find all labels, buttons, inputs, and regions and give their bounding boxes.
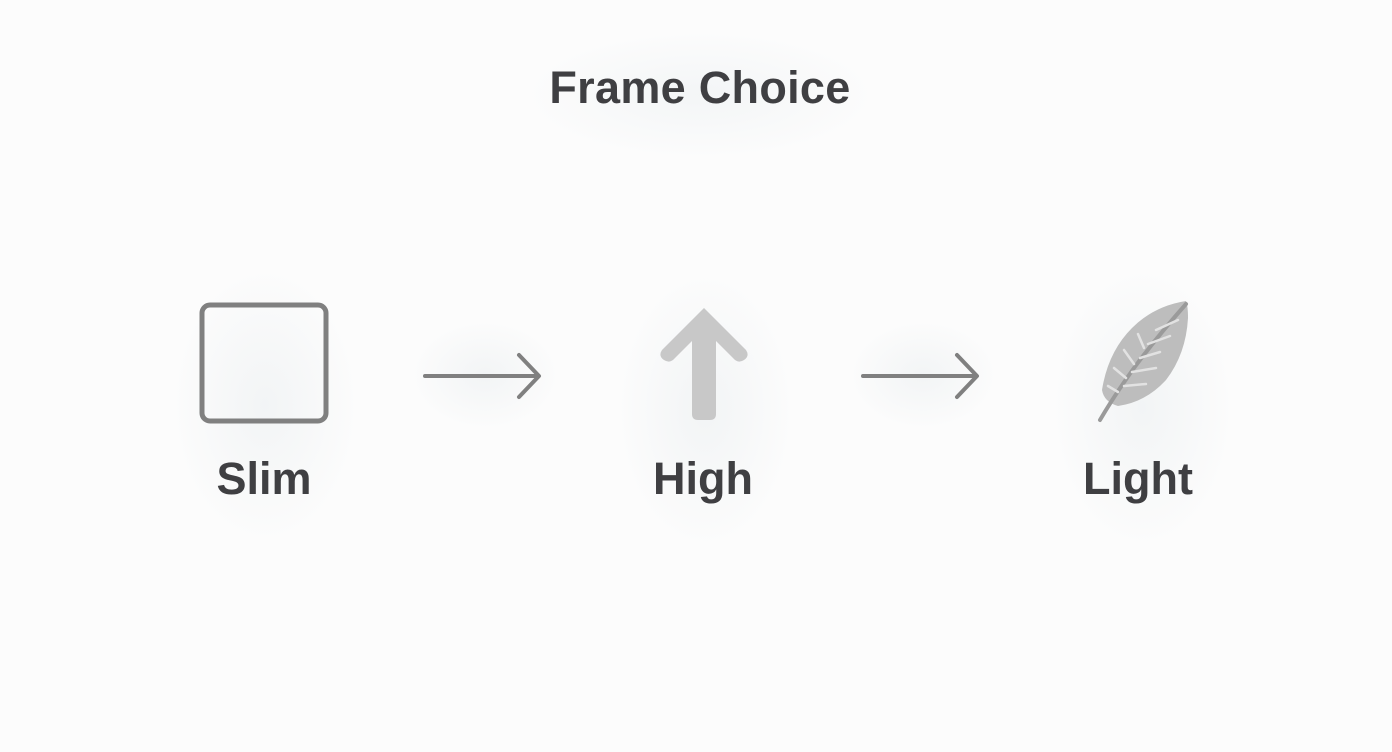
arrow-right-icon (860, 350, 984, 402)
diagram-title: Frame Choice (549, 62, 851, 113)
title-halo (520, 30, 880, 160)
step-light-halo (1050, 265, 1235, 550)
square-frame-icon (199, 302, 329, 424)
step-light-label: Light (1083, 453, 1193, 504)
feather-icon (1094, 298, 1194, 424)
arrow-up-icon (656, 304, 752, 422)
step-slim-label: Slim (216, 453, 312, 504)
arrow-right-icon (422, 350, 546, 402)
step-high-label: High (653, 453, 753, 504)
